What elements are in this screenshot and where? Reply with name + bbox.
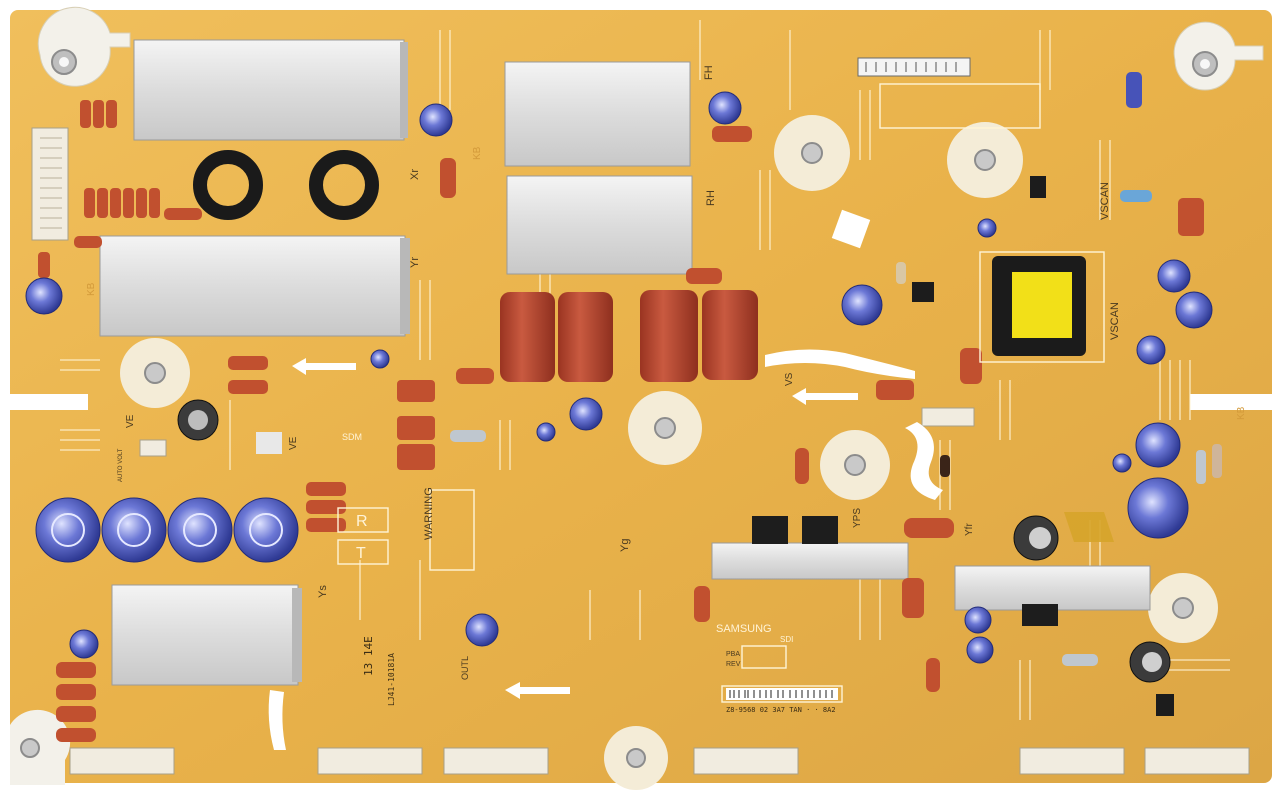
label-xr: Xr: [409, 169, 421, 180]
connector-ve: [139, 439, 167, 457]
label-lotcode: 13 14E: [362, 636, 375, 676]
heatsink-top-center: [504, 61, 691, 167]
label-sdi: SDI: [780, 635, 793, 644]
film-cap-3: [640, 290, 698, 382]
label-kb-3: KB: [86, 282, 97, 296]
heatsink-bottom-right: [954, 565, 1151, 611]
label-fh: FH: [703, 65, 715, 80]
label-auto-volt: AUTO VOLT: [118, 448, 124, 482]
film-cap-4: [702, 290, 758, 380]
label-r: R: [356, 513, 368, 530]
e-cap-3: [167, 497, 233, 563]
label-model: LJ41-10181A: [387, 653, 396, 706]
label-yfr: Yfr: [964, 523, 975, 536]
silkscreen-boxes: [337, 83, 1105, 703]
connector-bottom-1: [69, 747, 175, 775]
label-ys: Ys: [317, 585, 329, 598]
electrolytic-capacitors: [25, 72, 1213, 683]
heatsink-left-mid: [99, 235, 406, 337]
silkscreen-lines: [60, 20, 1230, 720]
label-sdm: SDM: [342, 432, 362, 442]
connector-bottom-5: [1019, 747, 1125, 775]
heatsink-bottom-center: [711, 542, 909, 580]
label-ve-a: VE: [125, 414, 136, 428]
connector-bottom-4: [693, 747, 799, 775]
label-warning: WARNING: [423, 487, 435, 540]
label-yg: Yg: [619, 539, 631, 552]
label-pba: PBA: [726, 651, 740, 658]
label-vscan-side: VSCAN: [1109, 302, 1121, 340]
small-components: [38, 100, 1204, 742]
printed-labels: WARNING SAMSUNG SDI VSCAN VSCAN FH RH Xr…: [86, 65, 1247, 714]
connector-bottom-6: [1144, 747, 1250, 775]
e-cap-2: [101, 497, 167, 563]
arrow-left-1: [292, 358, 356, 375]
barcode: [726, 688, 838, 700]
direction-arrows: [292, 358, 858, 699]
connector-ffc-top: [857, 57, 971, 77]
label-vscan-top: VSCAN: [1099, 182, 1111, 220]
semiconductors: [752, 176, 1174, 716]
silicone-glue: [268, 349, 943, 750]
label-kb-2: KB: [1236, 406, 1247, 420]
axial-resistors: [256, 190, 1222, 666]
heatsink-center: [506, 175, 693, 275]
arrow-left-3: [505, 682, 570, 699]
transformer: [992, 256, 1086, 356]
connector-bottom-2: [317, 747, 423, 775]
label-outl: OUTL: [460, 656, 470, 680]
e-cap-1: [35, 497, 101, 563]
label-t: T: [356, 545, 366, 562]
label-samsung: SAMSUNG: [716, 623, 772, 635]
label-yr: Yr: [409, 257, 421, 268]
label-rh: RH: [705, 190, 717, 206]
mounting-holes: [10, 6, 1264, 790]
heatsink-bottom-left: [111, 584, 299, 686]
label-yps: YPS: [852, 508, 863, 528]
connector-small-right: [921, 407, 975, 427]
label-rev: REV: [726, 661, 741, 668]
arrow-left-2: [792, 388, 858, 405]
inductors: [193, 150, 379, 220]
connectors: [31, 57, 1250, 775]
mount-hole-bottom-left: [10, 709, 71, 785]
film-capacitors: [500, 290, 758, 382]
film-cap-2: [558, 292, 613, 382]
gold-foil: [1064, 512, 1114, 542]
e-cap-4: [233, 497, 299, 563]
connector-bottom-3: [443, 747, 549, 775]
label-vs: VS: [784, 372, 795, 386]
heatsink-top-left: [133, 39, 405, 141]
connector-left-vertical: [31, 127, 69, 241]
label-barcode-text: Z8-9568 02 3A7 TAN · · 8A2: [726, 706, 836, 714]
pcb-cutout-left: [0, 394, 88, 410]
pcb-cutout-right: [1190, 394, 1280, 410]
label-kb-1: KB: [472, 146, 483, 160]
film-cap-1: [500, 292, 555, 382]
label-ve-b: VE: [288, 436, 299, 450]
